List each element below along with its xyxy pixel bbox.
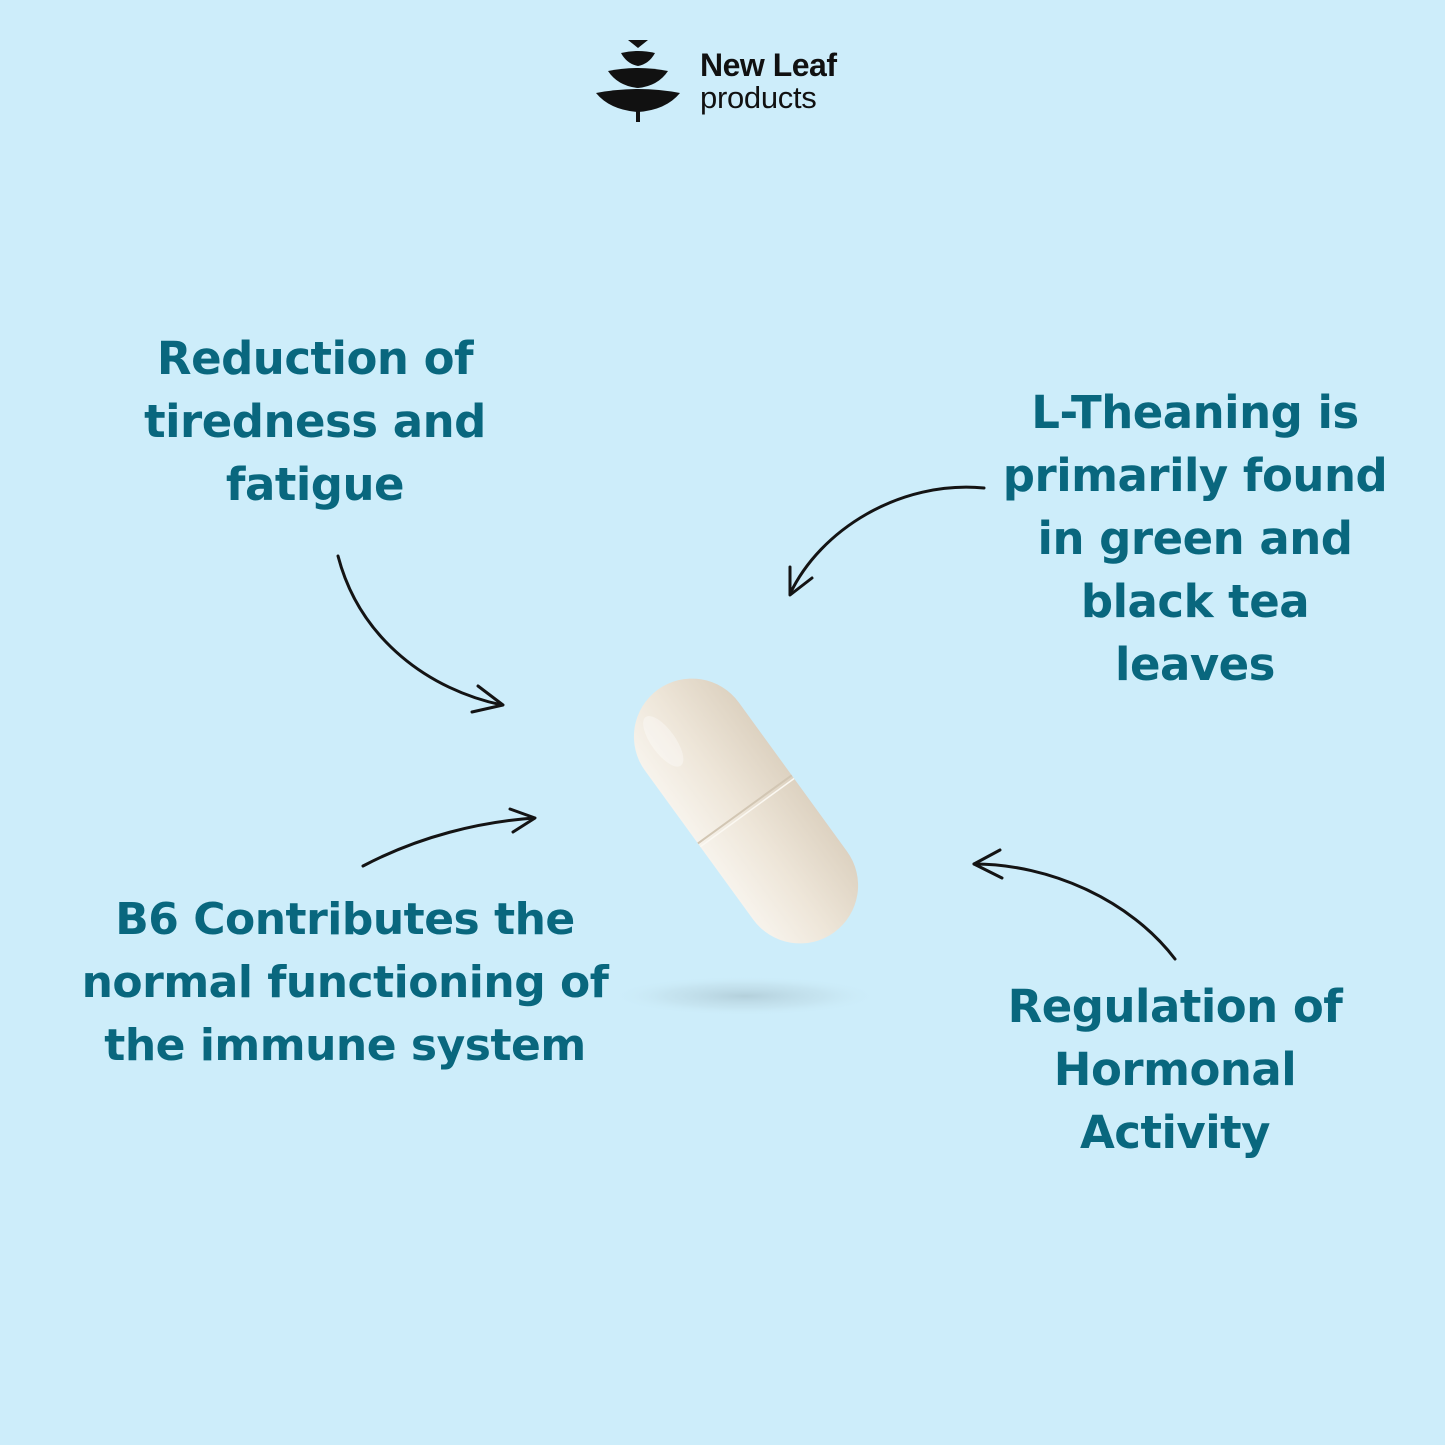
callout-line: Hormonal — [1053, 1043, 1297, 1096]
tiered-leaf-logo-icon — [596, 40, 680, 122]
callout-line: the immune system — [104, 1020, 586, 1071]
callout-line: leaves — [1115, 638, 1275, 691]
callout-line: in green and — [1037, 512, 1353, 565]
callout-hormonal: Regulation of Hormonal Activity — [975, 975, 1375, 1164]
callout-tiredness: Reduction of tiredness and fatigue — [100, 327, 530, 516]
callout-l-theanine: L-Theaning is primarily found in green a… — [980, 381, 1410, 696]
callout-line: B6 Contributes the — [115, 894, 575, 945]
brand-name: New Leaf — [700, 47, 837, 83]
brand-subtitle: products — [700, 80, 817, 115]
capsule — [633, 678, 859, 944]
callout-line: tiredness and — [144, 395, 486, 448]
callout-line: Reduction of — [156, 332, 474, 385]
capsule-shadow — [610, 976, 880, 1016]
callout-line: primarily found — [1002, 449, 1388, 502]
callout-line: Regulation of — [1007, 980, 1343, 1033]
brand-logo: New Leaf products — [594, 38, 837, 124]
callout-line: L-Theaning is — [1031, 386, 1359, 439]
callout-b6-immune: B6 Contributes the normal functioning of… — [45, 888, 645, 1077]
callout-line: black tea — [1080, 575, 1310, 628]
callout-line: normal functioning of — [81, 957, 609, 1008]
callout-line: Activity — [1079, 1106, 1271, 1159]
callout-line: fatigue — [225, 458, 405, 511]
